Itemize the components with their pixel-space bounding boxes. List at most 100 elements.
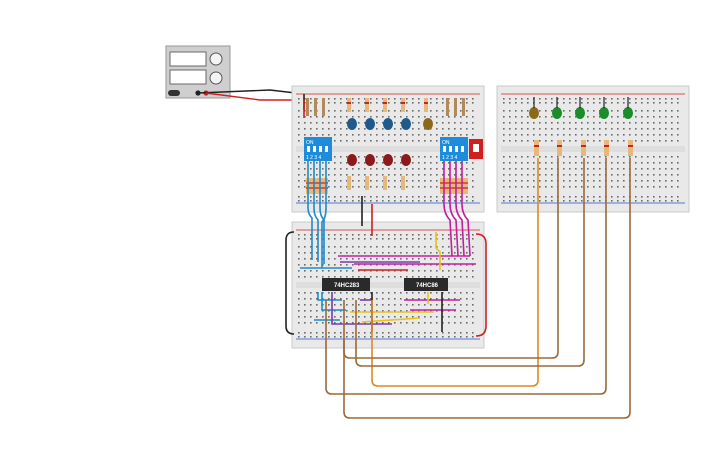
breadboard-hole: [394, 186, 396, 188]
breadboard-hole: [593, 128, 595, 130]
breadboard-hole: [388, 140, 390, 142]
breadboard-hole: [418, 162, 420, 164]
breadboard-hole: [659, 174, 661, 176]
breadboard-hole: [466, 116, 468, 118]
breadboard-hole: [593, 186, 595, 188]
breadboard-hole: [635, 98, 637, 100]
breadboard-hole: [358, 186, 360, 188]
breadboard-hole: [527, 122, 529, 124]
breadboard-hole: [406, 186, 408, 188]
slide-switch-icon[interactable]: [469, 139, 483, 159]
breadboard-hole: [340, 270, 342, 272]
breadboard-hole: [364, 258, 366, 260]
wire-red-group[interactable]: [303, 100, 487, 337]
breadboard-hole: [436, 168, 438, 170]
breadboard-hole: [629, 98, 631, 100]
breadboard-hole: [400, 200, 402, 202]
resistor-icon[interactable]: [534, 140, 633, 156]
breadboard-hole: [316, 128, 318, 130]
breadboard-hole: [358, 336, 360, 338]
resistor-icon[interactable]: [347, 98, 428, 112]
breadboard-hole: [635, 122, 637, 124]
breadboard-hole: [322, 162, 324, 164]
breadboard-hole: [533, 196, 535, 198]
supply-red-wire[interactable]: [205, 92, 304, 101]
breadboard-hole: [340, 200, 342, 202]
breadboard-hole: [400, 258, 402, 260]
breadboard-hole: [647, 134, 649, 136]
breadboard-hole: [406, 238, 408, 240]
breadboard-hole: [346, 322, 348, 324]
breadboard-hole: [370, 174, 372, 176]
breadboard-hole: [454, 234, 456, 236]
breadboard-hole: [334, 140, 336, 142]
breadboard-hole: [545, 186, 547, 188]
breadboard-hole: [406, 180, 408, 182]
led-icon[interactable]: [529, 107, 633, 119]
breadboard-hole: [539, 168, 541, 170]
breadboard-hole: [406, 168, 408, 170]
breadboard-hole: [575, 116, 577, 118]
dip-switch-icon[interactable]: ON 1 2 3 4: [304, 137, 332, 161]
breadboard-hole: [394, 332, 396, 334]
led-icon[interactable]: [347, 118, 433, 130]
breadboard-hole: [346, 252, 348, 254]
breadboard-hole: [424, 196, 426, 198]
breadboard-hole: [334, 298, 336, 300]
breadboard-hole: [671, 200, 673, 202]
wire-magenta-group[interactable]: [338, 161, 476, 311]
wire-brown-group[interactable]: [325, 158, 631, 419]
breadboard-hole: [665, 168, 667, 170]
dip-switch-icon[interactable]: ON 1 2 3 4: [440, 137, 468, 161]
breadboard-hole: [472, 110, 474, 112]
power-supply-icon[interactable]: [165, 45, 231, 99]
breadboard-hole: [527, 116, 529, 118]
resistor-icon[interactable]: [306, 176, 468, 194]
breadboard-hole: [430, 336, 432, 338]
breadboard-hole: [328, 180, 330, 182]
breadboard-hole: [394, 174, 396, 176]
breadboard-hole: [581, 200, 583, 202]
resistor-icon[interactable]: [306, 98, 465, 116]
breadboard-hole: [364, 310, 366, 312]
breadboard-hole: [382, 298, 384, 300]
breadboard-hole: [394, 196, 396, 198]
breadboard-hole: [352, 322, 354, 324]
breadboard-hole: [298, 156, 300, 158]
breadboard-hole: [358, 174, 360, 176]
ic-chip-icon[interactable]: 74HC86: [404, 278, 448, 291]
breadboard-hole: [575, 156, 577, 158]
breadboard-hole: [334, 270, 336, 272]
breadboard-hole: [364, 116, 366, 118]
breadboard-hole: [593, 134, 595, 136]
breadboard-hole: [454, 200, 456, 202]
breadboard-hole: [376, 180, 378, 182]
breadboard-hole: [382, 102, 384, 104]
breadboard-hole: [418, 332, 420, 334]
breadboard-hole: [521, 156, 523, 158]
breadboard-hole: [569, 162, 571, 164]
breadboard-hole: [418, 180, 420, 182]
ic-chip-icon[interactable]: 74HC283: [322, 278, 370, 291]
breadboard-hole: [563, 168, 565, 170]
breadboard-hole: [412, 168, 414, 170]
wire-orange-group[interactable]: [371, 158, 539, 387]
breadboard-hole: [394, 336, 396, 338]
led-icon[interactable]: [347, 154, 411, 166]
breadboard-hole: [472, 196, 474, 198]
breadboard-hole: [310, 110, 312, 112]
breadboard-hole: [424, 258, 426, 260]
breadboard-hole: [424, 186, 426, 188]
wire-blue-group[interactable]: [300, 161, 352, 321]
breadboard-hole: [316, 238, 318, 240]
breadboard-hole: [515, 128, 517, 130]
breadboard-hole: [382, 316, 384, 318]
breadboard-hole: [629, 156, 631, 158]
breadboard-hole: [298, 196, 300, 198]
breadboard-hole: [635, 156, 637, 158]
breadboard-hole: [382, 336, 384, 338]
breadboard-hole: [310, 238, 312, 240]
breadboard-hole: [575, 102, 577, 104]
breadboard-hole: [340, 134, 342, 136]
